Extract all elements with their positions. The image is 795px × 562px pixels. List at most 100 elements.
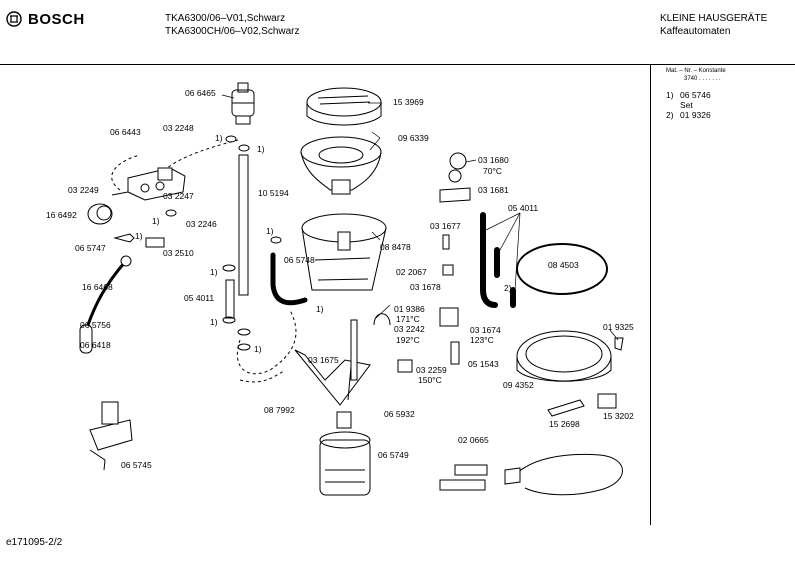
terminal-block-icon	[454, 464, 488, 476]
document-id: e171095-2/2	[6, 537, 63, 548]
nozzle-065747-icon	[113, 233, 135, 243]
part-label-105194: 10 5194	[258, 188, 289, 198]
marker-1-h: 1)	[210, 317, 218, 327]
marker-1-a: 1)	[215, 133, 223, 143]
note-key-2: 2)	[666, 110, 674, 120]
tube-054011-icon	[225, 279, 235, 319]
part-label-032249: 03 2249	[68, 185, 99, 195]
thermostat-032259-icon	[397, 359, 413, 373]
marker-1-d: 1)	[135, 231, 143, 241]
steam-nozzle-066418-icon	[79, 324, 93, 354]
legend-title: Mat. – Nr. – Konstante	[666, 68, 726, 74]
marker-1-f: 1)	[210, 267, 218, 277]
part-label-065747: 06 5747	[75, 243, 106, 253]
part-label-084503: 08 4503	[548, 260, 579, 270]
part-label-066418: 06 6418	[80, 340, 111, 350]
part-label-051543: 05 1543	[468, 359, 499, 369]
part-label-032242: 03 2242	[394, 324, 425, 334]
header-divider	[0, 64, 795, 65]
note-key-1: 1)	[666, 90, 674, 100]
category-line-1: KLEINE HAUSGERÄTE	[660, 13, 768, 24]
part-label-054011b: 05 4011	[508, 203, 539, 213]
hose-065748-icon	[270, 252, 308, 306]
part-label-065756: 06 5756	[80, 320, 111, 330]
part-temp-123c: 123°C	[470, 335, 494, 345]
marker-1-c: 1)	[152, 216, 160, 226]
leader-lines	[221, 94, 619, 341]
power-cord-icon	[514, 453, 623, 496]
part-label-031681: 03 1681	[478, 185, 509, 195]
part-label-065932: 06 5932	[384, 409, 415, 419]
part-label-032259: 03 2259	[416, 365, 447, 375]
part-label-094352: 09 4352	[503, 380, 534, 390]
part-temp-150c: 150°C	[418, 375, 442, 385]
model-line-2: TKA6300CH/06–V02,Schwarz	[165, 26, 300, 37]
part-label-031680: 03 1680	[478, 155, 509, 165]
part-label-065749: 06 5749	[378, 450, 409, 460]
gasket-084503-icon	[516, 243, 608, 295]
clip-031677-icon	[442, 234, 450, 250]
valve-066465-icon	[231, 82, 255, 125]
clip-022067-icon	[442, 264, 454, 276]
part-label-031677: 03 1677	[430, 221, 461, 231]
part-label-020665: 02 0665	[458, 435, 489, 445]
funnel-096339-icon	[300, 136, 382, 195]
terminal-strip-icon	[439, 479, 486, 491]
marker-1-b: 1)	[257, 144, 265, 154]
part-label-153202: 15 3202	[603, 411, 634, 421]
switch-153202-icon	[597, 393, 617, 409]
part-label-032247: 03 2247	[163, 191, 194, 201]
part-label-031675: 03 1675	[308, 355, 339, 365]
part-label-166492: 16 6492	[46, 210, 77, 220]
knob-166492-icon	[87, 203, 113, 225]
heating-plate-094352-icon	[516, 330, 612, 382]
part-label-088478: 08 8478	[380, 242, 411, 252]
steam-pipe-166468-icon	[86, 261, 127, 326]
part-temp-192c: 192°C	[396, 335, 420, 345]
legend-value: 3740 . . . . . . .	[684, 76, 721, 82]
part-label-066443: 06 6443	[110, 127, 141, 137]
part-label-032248: 03 2248	[163, 123, 194, 133]
part-label-019386: 01 9386	[394, 304, 425, 314]
marker-2: 2)	[504, 283, 512, 293]
part-label-087992: 08 7992	[264, 405, 295, 415]
model-line-1: TKA6300/06–V01,Schwarz	[165, 13, 286, 24]
part-label-065745: 06 5745	[121, 460, 152, 470]
spacer-032510-icon	[145, 237, 165, 248]
part-label-153969: 15 3969	[393, 97, 424, 107]
part-label-054011a: 05 4011	[184, 293, 215, 303]
marker-1-i: 1)	[254, 344, 262, 354]
part-label-031674: 03 1674	[470, 325, 501, 335]
bosch-logo-icon	[6, 11, 22, 27]
frother-065745-icon	[89, 401, 133, 471]
part-label-032510: 03 2510	[163, 248, 194, 258]
spring-019386-icon	[373, 313, 391, 326]
marker-1-g: 1)	[316, 304, 324, 314]
note-value-2: 01 9326	[680, 110, 711, 120]
part-temp-70c: 70°C	[483, 166, 502, 176]
part-label-065748: 06 5748	[284, 255, 315, 265]
clip-019325-icon	[614, 337, 624, 351]
part-label-022067: 02 2067	[396, 267, 427, 277]
category-line-2: Kaffeautomaten	[660, 26, 731, 37]
thermostat-031674-icon	[439, 307, 459, 327]
contact-152698-icon	[547, 399, 585, 417]
note-value-set: Set	[680, 100, 693, 110]
pump-065749-icon	[319, 411, 371, 496]
lid-153969-icon	[306, 87, 382, 126]
part-label-032246: 03 2246	[186, 219, 217, 229]
screw-051543-icon	[450, 341, 460, 365]
part-label-066465: 06 6465	[185, 88, 216, 98]
part-temp-171c: 171°C	[396, 314, 420, 324]
part-label-031678: 03 1678	[410, 282, 441, 292]
part-label-166468: 16 6468	[82, 282, 113, 292]
part-label-152698: 15 2698	[549, 419, 580, 429]
sidebar-divider	[650, 65, 651, 525]
seal-031680-icon	[449, 152, 467, 170]
water-tank-088478-icon	[301, 213, 387, 291]
note-value-1: 06 5746	[680, 90, 711, 100]
cap-031681-icon	[439, 187, 471, 203]
plug-icon	[504, 467, 521, 485]
